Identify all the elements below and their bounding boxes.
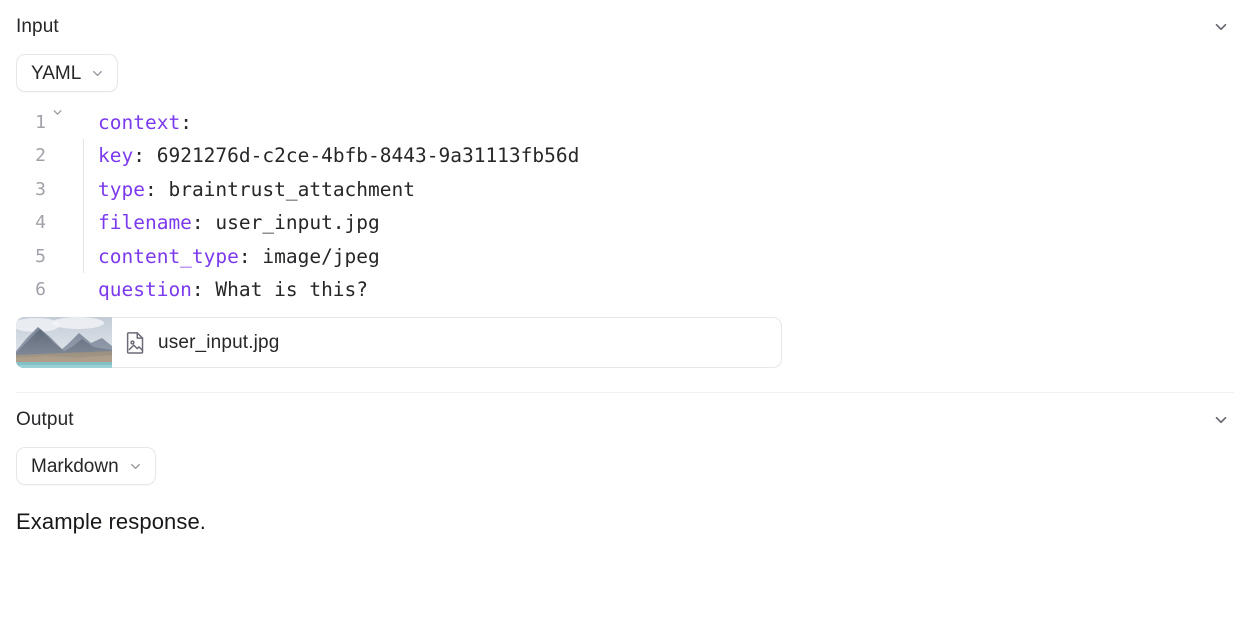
indent-guide (68, 206, 98, 240)
yaml-colon: : (191, 277, 204, 301)
code-text: context: (98, 106, 1250, 139)
line-number: 6 (35, 278, 46, 300)
code-line: 5 content_type: image/jpeg (16, 239, 1250, 274)
output-section-header: Output (0, 393, 1250, 447)
chevron-down-icon (130, 463, 140, 469)
yaml-value: user_input.jpg (203, 211, 380, 235)
output-title: Output (16, 409, 74, 431)
attachment-filename: user_input.jpg (158, 331, 280, 353)
yaml-value: 6921276d-c2ce-4bfb-8443-9a31113fb56d (144, 144, 580, 168)
code-text: type: braintrust_attachment (98, 173, 1250, 206)
output-collapse-toggle[interactable] (1208, 407, 1234, 433)
yaml-key: question (98, 277, 192, 301)
line-number: 5 (35, 245, 46, 267)
indent-guide (68, 273, 98, 306)
output-format-label: Markdown (31, 455, 119, 477)
chevron-down-icon (1215, 23, 1227, 31)
yaml-value: What is this? (203, 277, 369, 301)
indent-guide (68, 239, 98, 274)
indent-guide (68, 172, 98, 207)
yaml-key: type (98, 177, 145, 201)
yaml-colon: : (180, 111, 192, 134)
yaml-key: content_type (98, 244, 239, 268)
line-number: 1 (35, 112, 46, 133)
code-line: 2 key: 6921276d-c2ce-4bfb-8443-9a31113fb… (16, 139, 1250, 174)
attachment-body: user_input.jpg (125, 331, 280, 355)
attachment-wrap: user_input.jpg (0, 306, 1250, 369)
line-number: 4 (35, 212, 46, 234)
chevron-down-icon (1215, 417, 1227, 424)
attachment-card[interactable]: user_input.jpg (16, 317, 782, 369)
code-line: 6 question: What is this? (16, 273, 1250, 306)
output-format-row: Markdown (0, 447, 1250, 486)
code-text: question: What is this? (98, 273, 1250, 306)
yaml-colon: : (133, 144, 145, 168)
input-format-label: YAML (31, 62, 82, 84)
fold-toggle-icon[interactable] (46, 106, 68, 119)
section-divider (16, 392, 1234, 394)
yaml-key: filename (98, 211, 192, 235)
code-line: 4 filename: user_input.jpg (16, 206, 1250, 240)
code-line: 3 type: braintrust_attachment (16, 172, 1250, 207)
input-collapse-toggle[interactable] (1208, 14, 1234, 40)
indent-guide (68, 139, 98, 174)
yaml-value: braintrust_attachment (156, 177, 415, 201)
output-text: Example response. (16, 509, 207, 535)
chevron-down-icon (53, 110, 61, 115)
code-text: content_type: image/jpeg (98, 240, 1250, 273)
mountain-landscape-thumbnail (16, 317, 112, 369)
code-line: 1 context: (16, 106, 1250, 139)
indent-guide (68, 106, 98, 139)
output-panel: Output Markdown Example response. (0, 393, 1250, 535)
yaml-code-editor[interactable]: 1 context: 2 key: 6921276d-c2ce-4bfb-844… (0, 106, 1250, 306)
yaml-colon: : (238, 244, 251, 268)
yaml-key: context (98, 111, 181, 134)
input-format-select[interactable]: YAML (16, 54, 119, 92)
file-image-icon (126, 332, 144, 355)
input-section-header: Input (0, 0, 1250, 54)
output-format-select[interactable]: Markdown (16, 447, 156, 486)
yaml-colon: : (144, 177, 157, 201)
output-markdown-body: Example response. (0, 485, 1250, 535)
code-text: filename: user_input.jpg (98, 206, 1250, 239)
attachment-thumbnail[interactable] (16, 317, 112, 369)
code-text: key: 6921276d-c2ce-4bfb-8443-9a31113fb56… (98, 139, 1250, 172)
input-panel: Input YAML 1 context: 2 (0, 0, 1250, 394)
input-format-row: YAML (0, 54, 1250, 92)
yaml-colon: : (191, 211, 204, 235)
yaml-key: key (98, 144, 134, 168)
line-number: 2 (35, 145, 46, 167)
input-title: Input (16, 16, 59, 37)
chevron-down-icon (93, 70, 103, 76)
yaml-value: image/jpeg (250, 244, 380, 268)
line-number: 3 (35, 178, 46, 200)
